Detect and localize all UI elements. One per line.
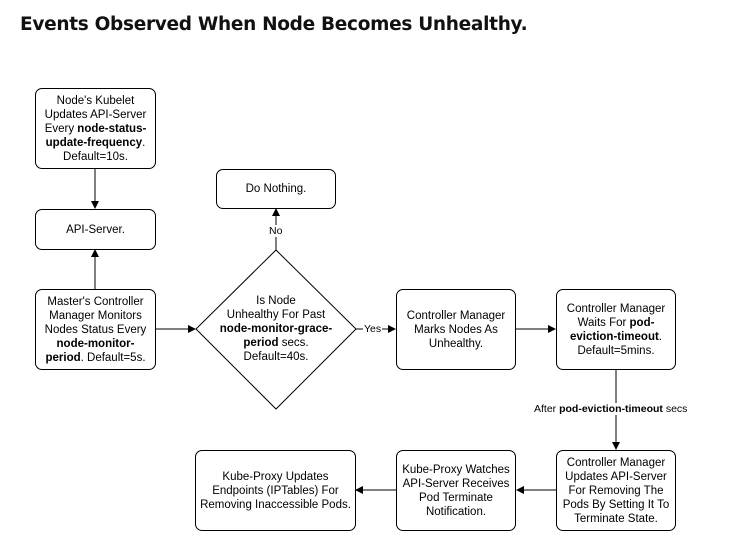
- removes-text-line3: For Removing The: [568, 484, 664, 497]
- decision-text-line2: Unhealthy For Past: [226, 309, 326, 321]
- kubelet-text-line1: Node's Kubelet: [56, 94, 135, 107]
- decision-diamond-shape: [195, 249, 357, 410]
- waits-text-line1: Controller Manager: [566, 302, 666, 315]
- monitors-text-line3: Nodes Status Every: [44, 323, 147, 336]
- controller-monitors-box: Master's Controller Manager Monitors Nod…: [35, 289, 156, 370]
- do-nothing-label: Do Nothing.: [245, 183, 307, 195]
- watches-text-line1: Kube-Proxy Watches: [402, 463, 510, 476]
- decision-param: node-monitor-grace-period: [219, 323, 333, 349]
- watches-text-line4: Notification.: [425, 505, 487, 518]
- after-label-param: pod-eviction-timeout: [559, 403, 663, 415]
- page-title: Events Observed When Node Becomes Unheal…: [20, 14, 528, 35]
- kubelet-default: Default=10s.: [63, 150, 128, 163]
- waits-text-line2: Waits For: [577, 316, 630, 329]
- do-nothing-box: Do Nothing.: [216, 169, 336, 209]
- removes-text-line2: Updates API-Server: [565, 470, 667, 483]
- proxy-watches-box: Kube-Proxy Watches API-Server Receives P…: [396, 450, 516, 531]
- decision-default: Default=40s.: [243, 351, 309, 363]
- edge-label-after-timeout: After pod-eviction-timeout secs: [533, 403, 689, 415]
- edge-label-yes: Yes: [363, 323, 383, 335]
- proxy-updates-box: Kube-Proxy Updates Endpoints (IPTables) …: [195, 450, 356, 531]
- kubelet-param: node-status-update-frequency: [45, 122, 147, 149]
- waits-text-suffix: .: [658, 330, 662, 343]
- removes-text-line1: Controller Manager: [566, 456, 666, 469]
- updates-text-line2: Endpoints (IPTables) For: [212, 484, 339, 497]
- after-label-prefix: After: [534, 403, 560, 415]
- decision-text-suffix: secs.: [278, 337, 309, 349]
- monitors-text-line2: Manager Monitors: [49, 309, 142, 322]
- monitors-text-suffix: . Default=5s.: [80, 351, 146, 364]
- kubelet-text-suffix: .: [142, 136, 146, 149]
- waits-box: Controller Manager Waits For pod-evictio…: [556, 289, 676, 370]
- monitors-text-line1: Master's Controller: [47, 295, 144, 308]
- edge-label-no: No: [268, 225, 284, 237]
- updates-text-line1: Kube-Proxy Updates: [222, 470, 329, 483]
- marks-unhealthy-box: Controller Manager Marks Nodes As Unheal…: [396, 289, 516, 370]
- monitors-param: node-monitor-period: [45, 337, 135, 364]
- marks-text-line3: Unhealthy.: [428, 337, 484, 350]
- decision-diamond: Is Node Unhealthy For Past node-monitor-…: [214, 285, 338, 373]
- api-server-label: API-Server.: [66, 223, 125, 236]
- waits-default: Default=5mins.: [577, 344, 655, 357]
- removes-text-line5: Terminate State.: [574, 512, 658, 525]
- updates-text-line3: Removing Inaccessible Pods.: [200, 498, 351, 511]
- watches-text-line3: Pod Terminate: [419, 491, 493, 504]
- decision-text-line1: Is Node: [256, 295, 296, 307]
- removes-text-line4: Pods By Setting It To: [562, 498, 670, 511]
- after-label-suffix: secs: [662, 403, 688, 415]
- kubelet-text-line3: Every: [44, 122, 78, 135]
- waits-param: pod-eviction-timeout: [569, 316, 659, 343]
- kubelet-text-line2: Updates API-Server: [44, 108, 147, 121]
- marks-text-line1: Controller Manager: [406, 309, 506, 322]
- node-kubelet-box: Node's Kubelet Updates API-Server Every …: [35, 88, 156, 169]
- removes-pods-box: Controller Manager Updates API-Server Fo…: [556, 450, 676, 531]
- watches-text-line2: API-Server Receives: [402, 477, 510, 490]
- marks-text-line2: Marks Nodes As: [414, 323, 498, 336]
- api-server-box: API-Server.: [35, 209, 156, 250]
